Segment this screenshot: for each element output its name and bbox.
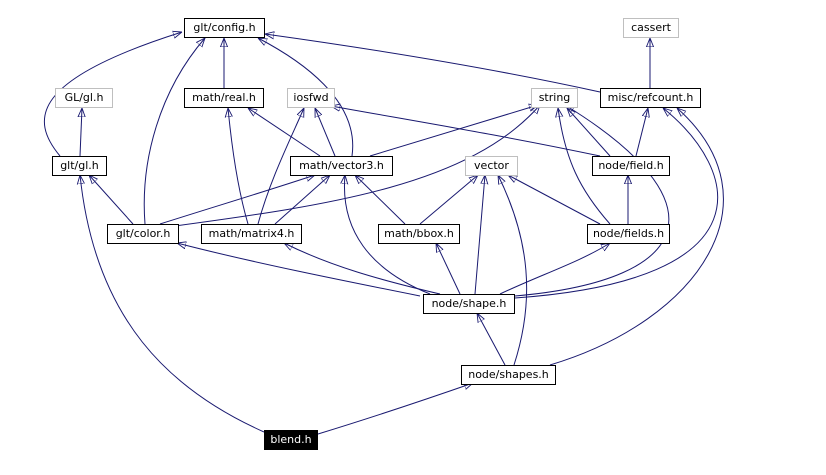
node-math-vector3[interactable]: math/vector3.h — [290, 156, 393, 176]
node-glt-gl[interactable]: glt/gl.h — [52, 156, 107, 176]
edge-field-to-refcount — [635, 108, 648, 157]
edge-matrix4-to-iosfwd — [257, 108, 304, 225]
edge-shapes-to-refcount — [549, 108, 724, 366]
edge-blend-to-node-shapes — [317, 383, 473, 435]
node-node-shapes[interactable]: node/shapes.h — [461, 365, 556, 385]
edge-shape-to-bbox — [436, 243, 461, 295]
node-vector: vector — [465, 156, 518, 176]
edge-bbox-to-vector3 — [355, 175, 406, 225]
node-math-matrix4[interactable]: math/matrix4.h — [201, 224, 302, 244]
node-math-real[interactable]: math/real.h — [184, 88, 264, 108]
edge-shape-to-vector3 — [344, 175, 431, 295]
edge-shape-to-matrix4 — [284, 243, 441, 295]
edge-shape-to-vector — [474, 175, 485, 295]
edge-fields-to-vector — [508, 175, 601, 225]
node-gl-gl: GL/gl.h — [55, 88, 113, 108]
edge-vector3-to-iosfwd — [315, 108, 336, 157]
edge-bbox-to-vector — [419, 175, 478, 225]
edge-color-to-string — [174, 105, 540, 227]
edge-fields-to-string — [558, 108, 611, 225]
node-node-shape[interactable]: node/shape.h — [423, 294, 515, 314]
edge-vector3-to-config — [258, 38, 354, 157]
edge-refcount-to-config — [265, 34, 601, 93]
edge-shape-to-glt-color — [177, 243, 421, 297]
edge-matrix4-to-vector3 — [274, 175, 330, 225]
edge-vector3-to-real — [248, 108, 321, 157]
node-iosfwd: iosfwd — [287, 88, 335, 108]
node-glt-config[interactable]: glt/config.h — [184, 18, 265, 38]
edge-color-to-vector3 — [159, 175, 315, 225]
edge-field-to-string — [567, 108, 611, 157]
edge-shape-to-refcount — [514, 108, 719, 299]
edge-glt-gl-to-config — [43, 32, 182, 157]
node-node-field[interactable]: node/field.h — [592, 156, 670, 176]
edge-glt-gl-to-gl-gl — [80, 108, 82, 157]
node-blend: blend.h — [264, 430, 318, 450]
edge-blend-to-glt-gl — [80, 175, 265, 433]
edge-matrix4-to-real — [228, 108, 249, 225]
edge-color-to-config — [143, 38, 205, 225]
edge-vector3-to-string — [369, 105, 538, 157]
node-math-bbox[interactable]: math/bbox.h — [378, 224, 460, 244]
node-misc-refcount[interactable]: misc/refcount.h — [600, 88, 701, 108]
edge-shapes-to-vector — [498, 175, 528, 366]
node-string: string — [531, 88, 578, 108]
edge-shapes-to-shape — [477, 313, 506, 366]
edge-color-to-glt-gl — [89, 175, 134, 225]
node-node-fields[interactable]: node/fields.h — [587, 224, 670, 244]
node-glt-color[interactable]: glt/color.h — [107, 224, 179, 244]
node-cassert: cassert — [623, 18, 679, 38]
edge-shape-to-fields — [499, 243, 610, 295]
edge-field-to-iosfwd — [331, 106, 601, 157]
